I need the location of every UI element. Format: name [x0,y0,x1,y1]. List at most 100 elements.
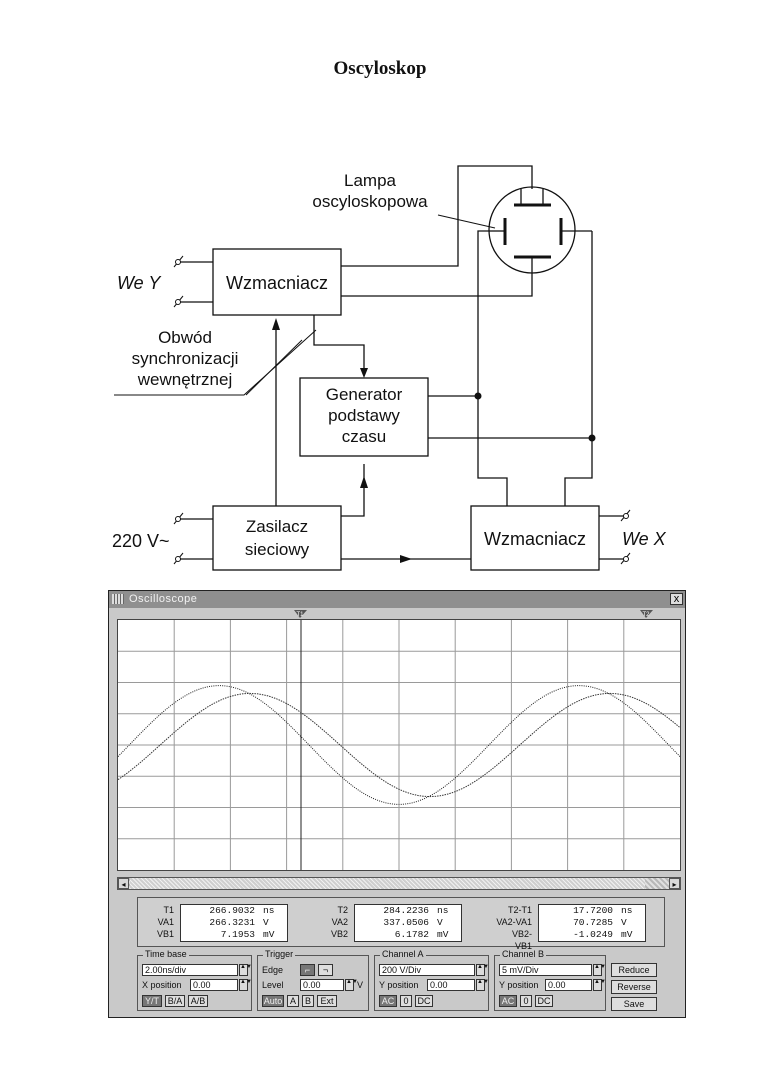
channel-b-ypos-field[interactable]: 0.00 [545,979,592,991]
oscilloscope-screen[interactable] [117,619,681,871]
readout-unit: V [263,917,269,928]
scroll-left-icon[interactable]: ◂ [118,878,129,889]
mode-yt-button[interactable]: Y/T [142,995,162,1007]
level-label: Level [262,980,284,990]
amplifier-x-label: Wzmacniacz [484,529,586,549]
trigger-a-button[interactable]: A [287,995,299,1007]
readout-value: 337.0506 [383,917,429,928]
amplifier-y-label: Wzmacniacz [226,273,328,293]
readout-unit: ns [263,905,275,916]
lamp-label-line-2: oscyloskopowa [312,192,428,211]
rising-edge-icon[interactable]: ⌐ [300,964,315,976]
oscilloscope-app-icon [112,594,124,604]
lamp-label-line-1: Lampa [344,171,397,190]
readout-unit: mV [621,929,633,940]
readout-t1-label: VB1 [156,929,174,939]
channel-a-scale-field[interactable]: 200 V/Div [379,964,475,976]
readout-value: 70.7285 [573,917,613,928]
readout-unit: mV [437,929,449,940]
trigger-level-spinner[interactable]: ▲▼ [345,979,358,991]
channel-b-scale-spinner[interactable]: ▲▼ [593,964,606,976]
readout-value: 17.7200 [573,905,613,916]
input-y-label: We Y [117,273,162,293]
mode-ba-button[interactable]: B/A [165,995,185,1007]
mode-ab-button[interactable]: A/B [188,995,208,1007]
time-base-spinner[interactable]: ▲▼ [239,964,252,976]
readout-value: 266.9032 [209,905,255,916]
x-position-label: X position [142,980,182,990]
close-button[interactable]: x [670,593,683,605]
channel-b-ypos-spinner[interactable]: ▲▼ [593,979,606,991]
trigger-ext-button[interactable]: Ext [317,995,337,1007]
t1-marker-text: T1 [296,612,304,618]
channel-a-ac-button[interactable]: AC [379,995,397,1007]
readout-delta-label: T2-T1 [507,905,532,915]
generator-label-line-3: czasu [342,427,386,446]
time-base-title: Time base [143,949,189,959]
scope-plot [117,620,681,870]
channel-b-ac-button[interactable]: AC [499,995,517,1007]
title-bar[interactable]: Oscilloscope x [109,591,685,608]
readout-value: 284.2236 [383,905,429,916]
readout-t2-label: VB2 [330,929,348,939]
x-position-spinner[interactable]: ▲▼ [239,979,252,991]
channel-b-dc-button[interactable]: DC [535,995,553,1007]
reverse-button[interactable]: Reverse [611,980,657,994]
window-title: Oscilloscope [129,593,198,605]
cursor-readouts: T1 VA1 VB1 266.9032 ns 266.3231 V 7.1953 mV… [137,897,665,951]
t1-cursor-handle [294,610,307,618]
channel-a-title: Channel A [380,949,426,959]
readout-unit: ns [621,905,633,916]
readout-value: 6.1782 [394,929,429,940]
sync-label-line-3: wewnętrznej [137,370,233,389]
readout-value: 266.3231 [209,917,255,928]
readout-value: 7.1953 [220,929,255,940]
channel-a-ypos-label: Y position [379,980,419,990]
scroll-right-icon[interactable]: ▸ [669,878,680,889]
time-base-field[interactable]: 2.00ns/div [142,964,238,976]
channel-a-scale-spinner[interactable]: ▲▼ [476,964,489,976]
channel-a-group: Channel A 200 V/Div ▲▼ Y position 0.00 ▲… [374,949,489,1011]
t2-cursor-handle [640,610,653,618]
falling-edge-icon[interactable]: ¬ [318,964,333,976]
horizontal-scrollbar[interactable]: ◂ ▸ [117,877,681,890]
channel-a-zero-button[interactable]: 0 [400,995,412,1007]
channel-b-zero-button[interactable]: 0 [520,995,532,1007]
power-supply-label-line-2: sieciowy [245,540,310,559]
readout-t2-label: VA2 [331,917,348,927]
trigger-level-field[interactable]: 0.00 [300,979,344,991]
x-position-field[interactable]: 0.00 [190,979,238,991]
mains-label: 220 V~ [112,531,170,551]
oscilloscope-window: Oscilloscope x T1 T2 ◂ ▸ T1 VA1 VB1 266.… [108,590,686,1018]
trigger-b-button[interactable]: B [302,995,314,1007]
time-base-group: Time base 2.00ns/div ▲▼ X position 0.00 … [137,949,252,1011]
scroll-thumb[interactable] [130,878,645,889]
channel-a-trace [117,685,681,805]
save-button[interactable]: Save [611,997,657,1011]
reduce-button[interactable]: Reduce [611,963,657,977]
trigger-auto-button[interactable]: Auto [262,995,284,1007]
readout-t1-label: T1 [163,905,174,915]
t2-marker-text: T2 [642,612,650,618]
readout-delta-label: VB2-VB1 [511,929,532,951]
readout-unit: V [621,917,627,928]
page-title: Oscyloskop [333,58,427,79]
channel-a-ypos-spinner[interactable]: ▲▼ [476,979,489,991]
channel-b-scale-field[interactable]: 5 mV/Div [499,964,592,976]
channel-a-dc-button[interactable]: DC [415,995,433,1007]
block-diagram: Lampa oscyloskopowa Wzmacniacz We Y Obwó… [112,165,667,571]
readout-unit: mV [263,929,275,940]
channel-a-ypos-field[interactable]: 0.00 [427,979,475,991]
generator-label-line-2: podstawy [328,406,400,425]
channel-b-ypos-label: Y position [499,980,539,990]
edge-label: Edge [262,965,284,975]
readout-t2-label: T2 [337,905,348,915]
amplifier-y-box [212,248,342,316]
power-supply-box [212,505,342,571]
sync-label-line-2: synchronizacji [132,349,239,368]
generator-label-line-1: Generator [326,385,403,404]
sync-label-line-1: Obwód [158,328,212,347]
channel-b-title: Channel B [500,949,547,959]
readout-t1-label: VA1 [157,917,174,927]
readout-unit: ns [437,905,449,916]
